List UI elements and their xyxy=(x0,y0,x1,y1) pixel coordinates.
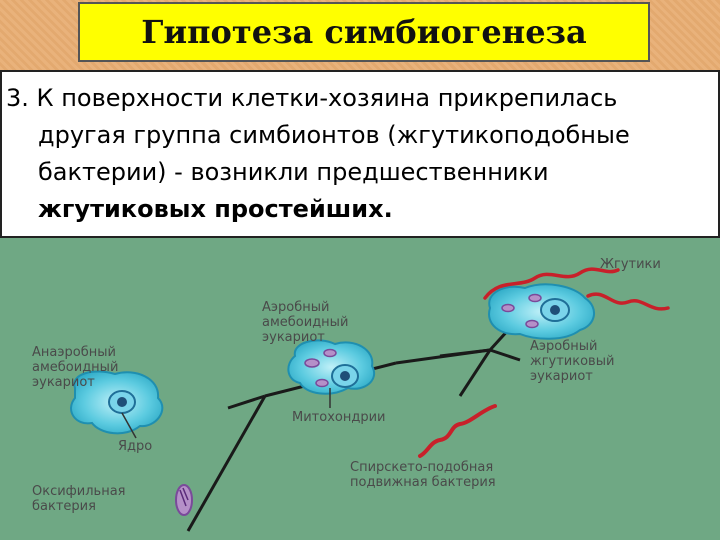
label-aerobic-flagellate-2: жгутиковый xyxy=(530,354,614,369)
aerobic-flagellate-cell xyxy=(488,283,595,340)
label-aerobic-amoeboid-2: амебоидный xyxy=(262,315,348,330)
branch-line-fork-down xyxy=(489,348,521,362)
anaerobic-cell xyxy=(70,370,164,439)
label-anaerobic-2: амебоидный xyxy=(32,360,118,375)
title-banner: Гипотеза симбиогенеза xyxy=(78,2,650,62)
label-mitochondria: Митохондрии xyxy=(292,410,385,425)
label-oxyphilic-1: Оксифильная xyxy=(32,484,126,499)
label-aerobic-flagellate-3: эукариот xyxy=(530,369,593,384)
flagellum-top xyxy=(483,267,620,300)
label-spirochete-1: Спирскето-подобная xyxy=(350,460,493,475)
flagella xyxy=(483,267,670,311)
label-anaerobic-1: Анаэробный xyxy=(32,345,116,360)
description-text: 3. К поверхности клетки-хозяина прикрепи… xyxy=(6,84,630,186)
branch-line-fork-left xyxy=(439,348,491,358)
label-oxyphilic-2: бактерия xyxy=(32,499,96,514)
diagram-labels: Анаэробный амебоидный эукариот Ядро Окси… xyxy=(32,257,661,514)
spirochete-bacterium xyxy=(418,404,497,458)
description-paragraph: 3. К поверхности клетки-хозяина прикрепи… xyxy=(6,80,708,228)
slide-title: Гипотеза симбиогенеза xyxy=(141,13,587,51)
label-flagella: Жгутики xyxy=(600,257,661,272)
diagram-svg: Анаэробный амебоидный эукариот Ядро Окси… xyxy=(32,257,670,532)
text-panel: 3. К поверхности клетки-хозяина прикрепи… xyxy=(0,70,720,238)
flagellum-right xyxy=(586,292,670,311)
aerobic-amoeboid-cell xyxy=(287,339,375,408)
label-aerobic-amoeboid-3: эукариот xyxy=(262,330,325,345)
label-nucleus: Ядро xyxy=(118,439,152,454)
branch-line-left xyxy=(186,395,267,532)
description-bold-text: жгутиковых простейших. xyxy=(38,195,393,223)
symbiogenesis-diagram: Анаэробный амебоидный эукариот Ядро Окси… xyxy=(0,238,720,540)
label-aerobic-flagellate-1: Аэробный xyxy=(530,339,597,354)
label-aerobic-amoeboid-1: Аэробный xyxy=(262,300,329,315)
oxyphilic-bacterium xyxy=(175,484,193,516)
label-anaerobic-3: эукариот xyxy=(32,375,95,390)
branch-line-spirochete xyxy=(458,349,492,397)
branch-line-oxyphilic xyxy=(227,394,266,410)
label-spirochete-2: подвижная бактерия xyxy=(350,475,496,490)
